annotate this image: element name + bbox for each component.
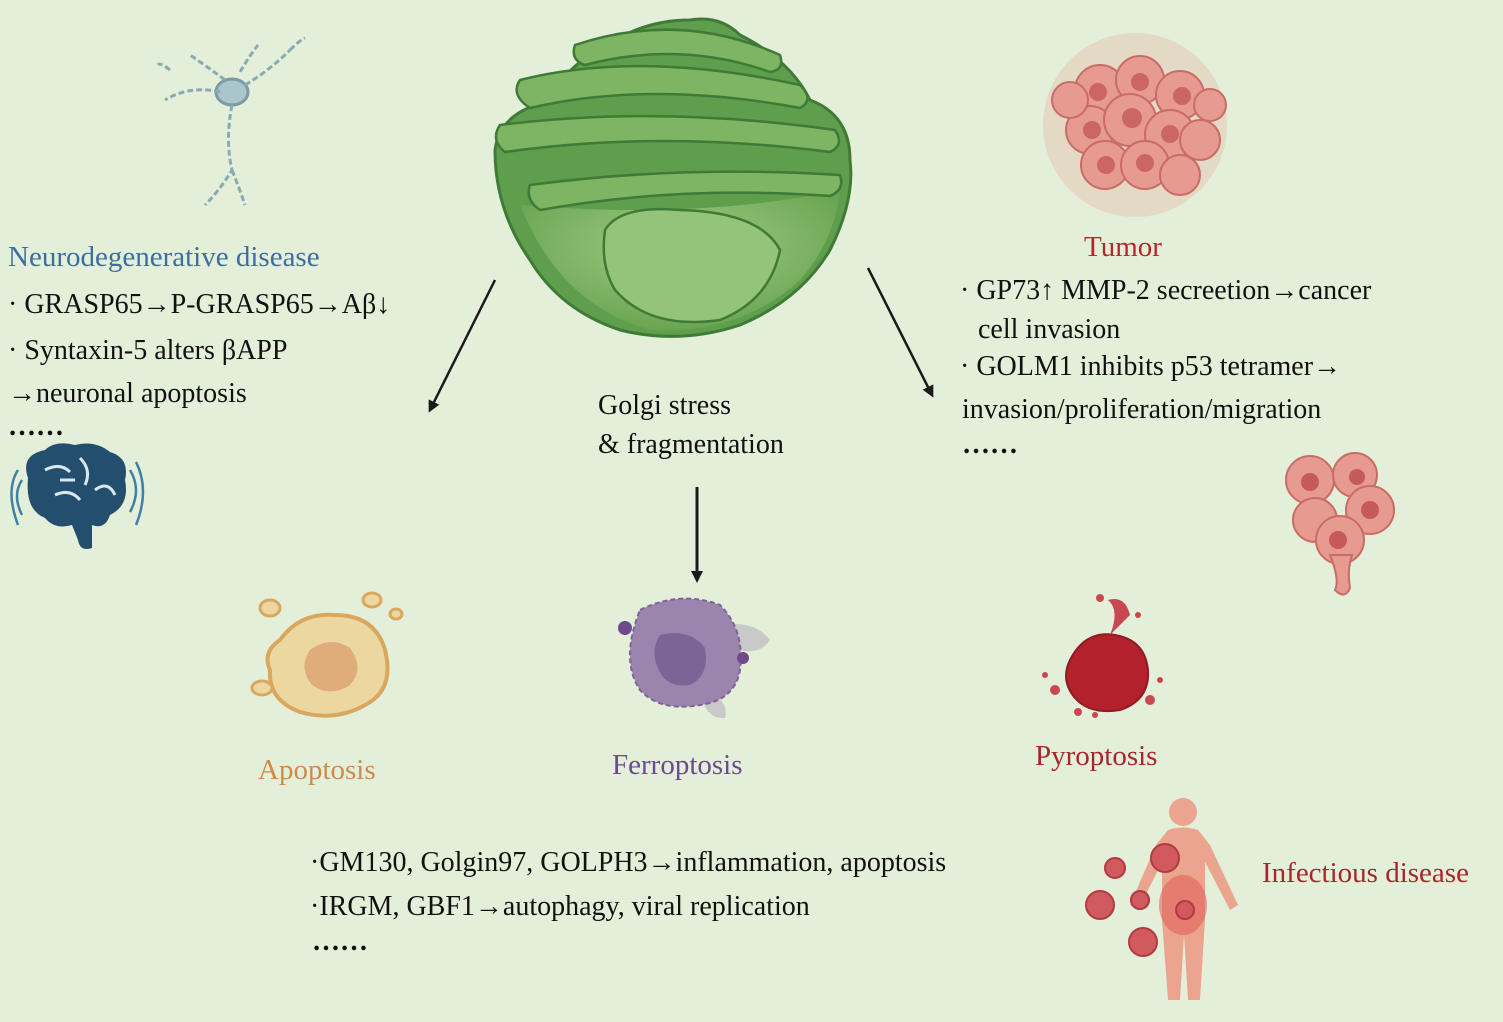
ferroptosis-label: Ferroptosis — [612, 749, 743, 781]
neuro-line-3: →neuronal apoptosis — [8, 378, 247, 409]
pyroptosis-label: Pyroptosis — [1035, 740, 1158, 772]
infection-line-1: ·GM130, Golgin97, GOLPH3→inflammation, a… — [310, 847, 947, 878]
neuro-title: Neurodegenerative disease — [8, 241, 320, 273]
tumor-cell-cluster-icon — [1043, 33, 1227, 217]
tumor-line-1: · GP73↑ MMP-2 secreetion→cancer — [960, 275, 1372, 306]
tumor-line-4: invasion/proliferation/migration — [962, 394, 1322, 425]
ferroptotic-cell-icon — [618, 597, 770, 719]
infection-title: Infectious disease — [1262, 857, 1469, 889]
arrow-to-neuro — [428, 279, 497, 413]
arrow-to-tumor — [866, 267, 934, 398]
infection-ellipsis: …… — [312, 926, 368, 957]
neuron-icon — [156, 36, 306, 207]
metastasizing-cell-icon — [1285, 452, 1395, 596]
tumor-ellipsis: …… — [962, 429, 1018, 460]
pyroptotic-cell-icon — [1042, 594, 1163, 718]
tumor-line-2: cell invasion — [978, 314, 1121, 345]
neuro-ellipsis: …… — [8, 411, 64, 442]
neuro-line-2: · Syntaxin-5 alters βAPP — [8, 335, 288, 366]
apoptotic-cell-icon — [250, 591, 404, 718]
golgi-apparatus-icon — [493, 17, 853, 338]
brain-icon — [10, 443, 145, 549]
neuro-line-1: · GRASP65→P-GRASP65→Aβ↓ — [8, 289, 391, 320]
center-label-line-2: & fragmentation — [598, 429, 784, 460]
virus-icon — [1085, 843, 1195, 957]
apoptosis-label: Apoptosis — [258, 754, 376, 786]
infection-line-2: ·IRGM, GBF1→autophagy, viral replication — [310, 891, 810, 922]
tumor-line-3: · GOLM1 inhibits p53 tetramer→ — [960, 351, 1342, 382]
center-label-line-1: Golgi stress — [598, 390, 731, 421]
tumor-title: Tumor — [1084, 231, 1162, 263]
